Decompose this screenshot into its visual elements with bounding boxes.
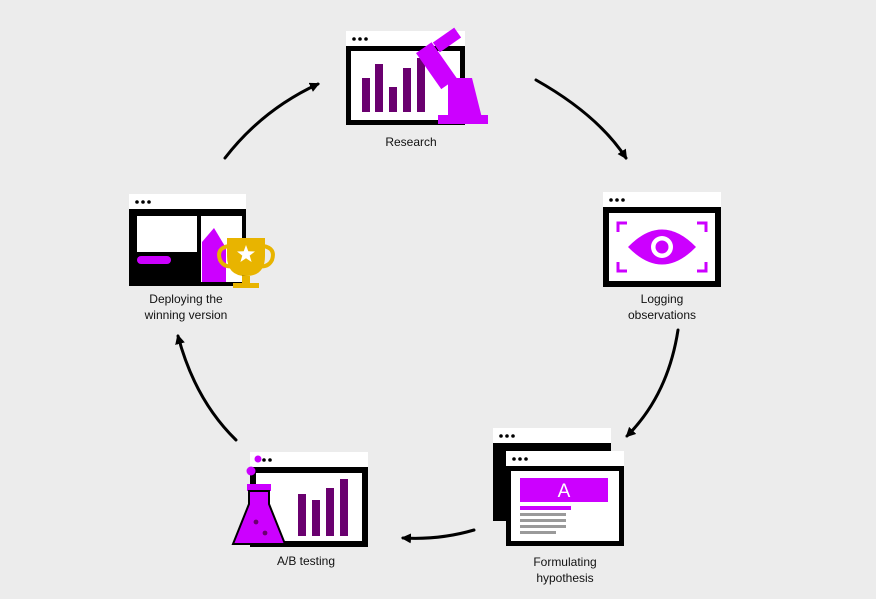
arrow-abtesting-to-deploying: [175, 334, 238, 442]
arrow-research-to-logging: [534, 78, 628, 160]
step-label-deploying: Deploying the winning version: [144, 292, 228, 322]
browser-bar-chart-microscope-icon: [346, 27, 488, 125]
arrow-deploying-to-research: [223, 82, 320, 160]
browser-trophy-icon: [129, 194, 275, 288]
cycle-arrows: [175, 78, 680, 544]
browser-eye-icon: [603, 192, 721, 287]
step-label-logging: Logging observations: [627, 292, 697, 322]
arrow-logging-to-hypothesis: [625, 328, 680, 438]
step-label-ab-testing: A/B testing: [276, 554, 336, 568]
step-label-hypothesis: Formulating hypothesis: [533, 555, 597, 585]
arrow-hypothesis-to-abtesting: [401, 528, 476, 544]
variant-letter: A: [558, 481, 571, 502]
flask-bar-chart-icon: [231, 452, 368, 547]
browser-variant-a-icon: A: [493, 428, 624, 546]
step-label-research: Research: [385, 135, 437, 149]
